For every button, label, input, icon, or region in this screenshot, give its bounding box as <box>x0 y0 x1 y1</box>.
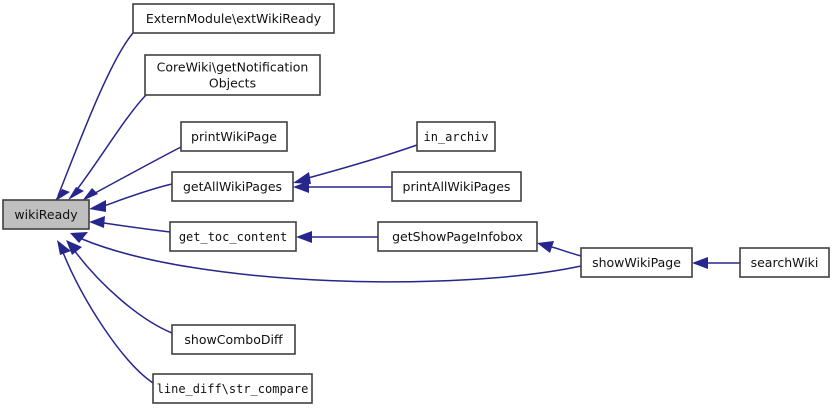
arrowhead-icon <box>54 189 70 202</box>
arrowhead-icon <box>293 181 309 193</box>
node-box[interactable] <box>169 221 297 252</box>
node-label: printAllWikiPages <box>403 179 511 194</box>
node-box[interactable] <box>171 324 296 355</box>
node-printWikiPage[interactable]: printWikiPage <box>180 121 288 152</box>
edge-line <box>71 94 147 197</box>
edge-line <box>61 249 154 384</box>
node-box[interactable] <box>739 247 830 278</box>
node-box[interactable] <box>2 199 90 230</box>
edge-line <box>85 146 182 199</box>
node-label: printWikiPage <box>191 129 277 144</box>
node-box[interactable] <box>152 373 313 404</box>
edge-line <box>57 32 134 197</box>
node-box[interactable] <box>180 121 288 152</box>
node-extWikiReady[interactable]: ExternModule\extWikiReady <box>132 3 335 34</box>
node-box[interactable] <box>580 247 693 278</box>
edge-getAllWikiPages-to-wikiReady <box>89 183 173 212</box>
arrowhead-icon <box>89 200 106 212</box>
arrowhead-icon <box>89 216 105 228</box>
node-label: getShowPageInfobox <box>392 229 523 244</box>
node-label: Objects <box>209 76 256 91</box>
node-in_archiv[interactable]: in_archiv <box>416 121 496 152</box>
node-showComboDiff[interactable]: showComboDiff <box>171 324 296 355</box>
arrowhead-icon <box>537 241 554 253</box>
edge-showWikiPage-to-getShowPageInfobox <box>537 241 582 257</box>
arrowhead-icon <box>68 187 84 200</box>
edge-getNotificationObjects-to-wikiReady <box>68 94 147 200</box>
node-printAllWikiPages[interactable]: printAllWikiPages <box>391 171 522 202</box>
arrowhead-icon <box>296 231 312 243</box>
arrowhead-icon <box>70 232 88 243</box>
edge-getShowPageInfobox-to-get_toc_content <box>296 231 378 243</box>
edge-showComboDiff-to-wikiReady <box>66 240 173 334</box>
node-box[interactable] <box>171 171 294 202</box>
node-label: CoreWiki\getNotification <box>157 60 309 75</box>
arrowhead-icon <box>57 240 71 255</box>
edge-line <box>103 183 173 207</box>
edge-extWikiReady-to-wikiReady <box>54 32 134 202</box>
edge-line <box>73 249 173 334</box>
edge-line <box>307 144 418 179</box>
node-box[interactable] <box>144 54 321 96</box>
node-label: line_diff\str_compare <box>157 382 309 396</box>
node-label: searchWiki <box>751 255 819 270</box>
node-getAllWikiPages[interactable]: getAllWikiPages <box>171 171 294 202</box>
node-box[interactable] <box>391 171 522 202</box>
node-label: getAllWikiPages <box>183 179 282 194</box>
edge-line <box>551 246 582 257</box>
arrowhead-icon <box>293 172 311 184</box>
node-getShowPageInfobox[interactable]: getShowPageInfobox <box>377 221 538 252</box>
node-line_diff_str_compare[interactable]: line_diff\str_compare <box>152 373 313 404</box>
edge-line <box>81 238 582 283</box>
node-box[interactable] <box>416 121 496 152</box>
node-label: showComboDiff <box>184 332 283 347</box>
node-get_toc_content[interactable]: get_toc_content <box>169 221 297 252</box>
node-label: get_toc_content <box>179 230 287 244</box>
node-wikiReady[interactable]: wikiReady <box>2 199 90 230</box>
edges-layer <box>54 32 740 384</box>
edge-searchWiki-to-showWikiPage <box>692 257 740 269</box>
arrowhead-icon <box>82 188 98 201</box>
edge-printAllWikiPages-to-getAllWikiPages <box>293 181 392 193</box>
node-box[interactable] <box>132 3 335 34</box>
edge-showWikiPage-to-wikiReady <box>70 232 582 283</box>
node-searchWiki[interactable]: searchWiki <box>739 247 830 278</box>
arrowhead-icon <box>66 240 82 255</box>
arrowhead-icon <box>692 257 708 269</box>
node-label: ExternModule\extWikiReady <box>146 11 322 26</box>
node-box[interactable] <box>377 221 538 252</box>
node-showWikiPage[interactable]: showWikiPage <box>580 247 693 278</box>
edge-in_archiv-to-getAllWikiPages <box>293 144 418 184</box>
edge-printWikiPage-to-wikiReady <box>82 146 182 201</box>
nodes-layer: wikiReady ExternModule\extWikiReadyCoreWi… <box>2 3 830 404</box>
edge-line <box>103 222 171 233</box>
node-label: showWikiPage <box>592 255 681 270</box>
node-label: in_archiv <box>423 130 488 144</box>
edge-get_toc_content-to-wikiReady <box>89 216 171 233</box>
node-label: wikiReady <box>14 207 78 222</box>
edge-line_diff_str_compare-to-wikiReady <box>57 240 154 384</box>
